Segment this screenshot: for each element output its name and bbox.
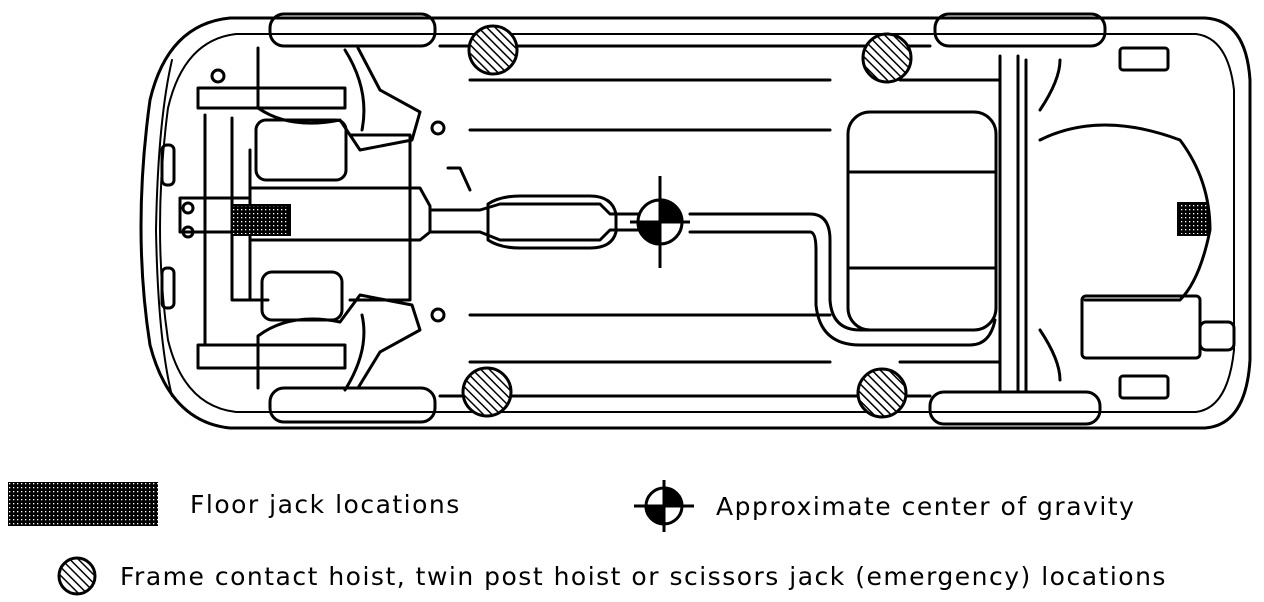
car-underside-diagram bbox=[139, 12, 1252, 430]
legend-center-gravity-label: Approximate center of gravity bbox=[716, 491, 1136, 521]
legend-frame-contact: Frame contact hoist, twin post hoist or … bbox=[56, 555, 1167, 597]
fuel-tank bbox=[846, 110, 998, 332]
rear-muffler bbox=[1080, 294, 1202, 360]
hoist-point-rear-right bbox=[856, 367, 908, 419]
legend-frame-contact-label: Frame contact hoist, twin post hoist or … bbox=[120, 561, 1167, 591]
engine-block bbox=[254, 118, 348, 182]
rear-right-wheel bbox=[928, 390, 1102, 426]
hoist-point-front-left bbox=[467, 24, 519, 76]
front-left-wheel bbox=[268, 12, 437, 48]
hoist-point-rear-left bbox=[861, 32, 913, 84]
hatched-circle-icon bbox=[57, 556, 97, 596]
legend-floor-jack-label: Floor jack locations bbox=[190, 489, 461, 519]
legend-floor-jack: Floor jack locations bbox=[8, 482, 461, 526]
floor-jack-point-front bbox=[231, 204, 291, 236]
floor-jack-point-rear bbox=[1177, 202, 1209, 236]
legend-center-gravity: Approximate center of gravity bbox=[632, 478, 1135, 534]
rear-left-wheel bbox=[933, 12, 1107, 48]
center-of-gravity-marker bbox=[630, 176, 690, 268]
car-body-outline bbox=[139, 16, 1252, 430]
dotted-rectangle-icon bbox=[8, 482, 158, 526]
crosshair-quadrant-icon bbox=[634, 480, 694, 532]
hoist-point-front-right bbox=[461, 366, 513, 418]
catalytic-converter bbox=[486, 194, 618, 250]
front-right-wheel bbox=[268, 386, 437, 424]
